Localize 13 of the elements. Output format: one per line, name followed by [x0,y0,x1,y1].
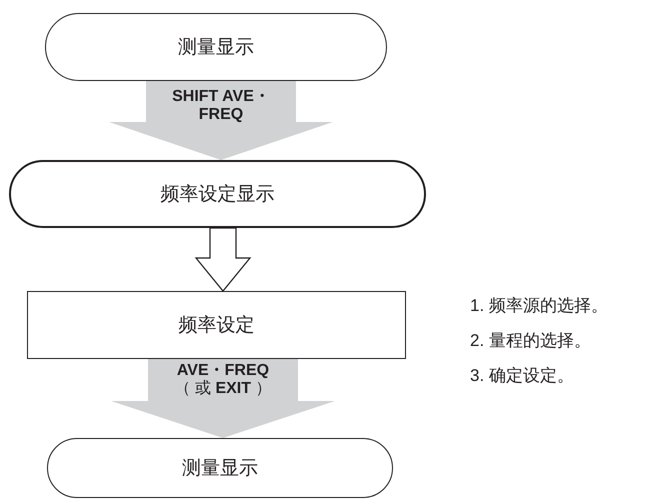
note-text: 3. 确定设定。 [470,365,574,387]
block-arrow [194,227,252,292]
node-label: 频率设定显示 [160,183,274,207]
note-text: 2. 量程的选择。 [470,330,591,352]
node-label: 频率设定 [178,314,254,338]
note-text: 1. 频率源的选择。 [470,295,608,317]
process-box [27,291,406,359]
node-label: 测量显示 [182,457,258,481]
block-arrow [109,81,333,160]
edge-label: AVE・FREQ （ 或 EXIT ） [174,362,272,398]
block-arrow [111,359,335,438]
edge-label: SHIFT AVE・FREQ [171,88,271,124]
node-label: 测量显示 [178,36,254,60]
